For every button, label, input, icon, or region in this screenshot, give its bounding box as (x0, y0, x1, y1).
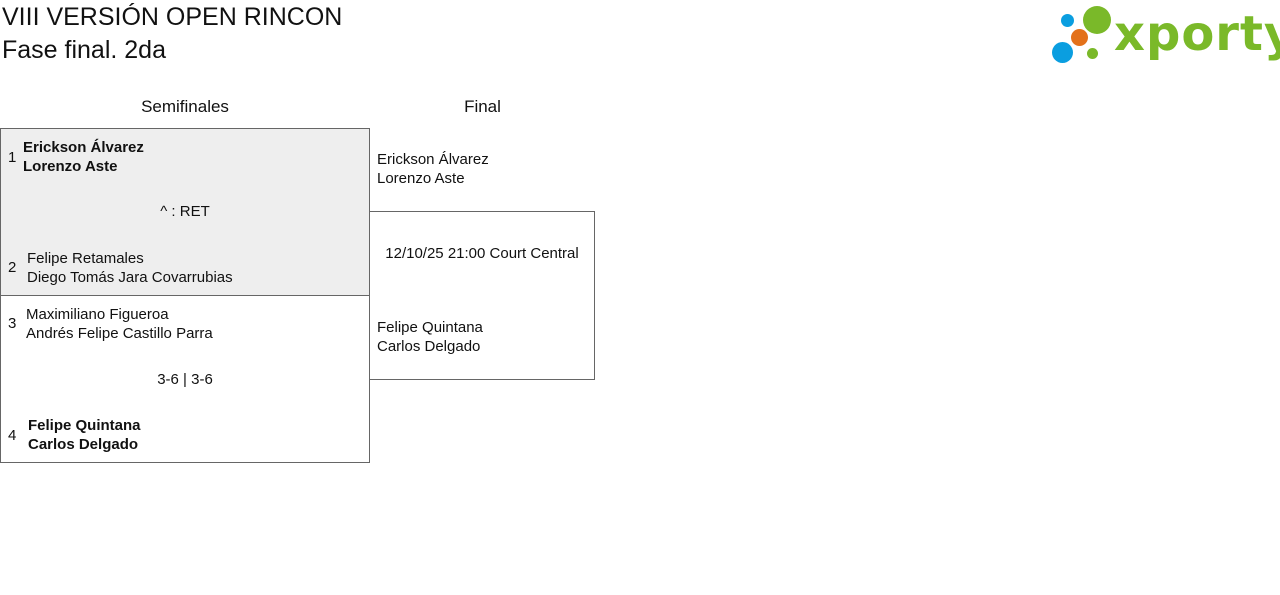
player-name: Andrés Felipe Castillo Parra (26, 325, 213, 342)
team-winner[interactable]: Felipe Quintana Carlos Delgado (28, 416, 141, 454)
final-team-bottom[interactable]: Felipe Quintana Carlos Delgado (377, 318, 483, 356)
player-name: Maximiliano Figueroa (26, 306, 169, 323)
phase-subtitle: Fase final. 2da (2, 36, 166, 64)
seed-number: 3 (8, 315, 17, 332)
xporty-logo[interactable]: xporty (1050, 4, 1280, 68)
player-name: Erickson Álvarez (23, 139, 144, 156)
match-result: ^ : RET (160, 203, 210, 220)
player-name: Diego Tomás Jara Covarrubias (27, 269, 233, 286)
team-loser[interactable]: Felipe Retamales Diego Tomás Jara Covarr… (27, 249, 233, 287)
player-name: Felipe Retamales (27, 250, 144, 267)
logo-dot-green-large (1083, 6, 1111, 34)
semifinals-heading: Semifinales (141, 97, 229, 116)
final-team-top[interactable]: Erickson Álvarez Lorenzo Aste (377, 150, 489, 188)
player-name: Carlos Delgado (28, 436, 139, 453)
seed-number: 4 (8, 427, 17, 444)
player-name: Lorenzo Aste (23, 158, 118, 175)
player-name: Erickson Álvarez (377, 151, 489, 168)
logo-dot-blue-large (1052, 42, 1073, 63)
player-name: Felipe Quintana (377, 319, 483, 336)
seed-number: 2 (8, 259, 17, 276)
team-winner[interactable]: Erickson Álvarez Lorenzo Aste (23, 138, 144, 176)
player-name: Felipe Quintana (28, 417, 141, 434)
match-schedule: 12/10/25 21:00 Court Central (385, 245, 579, 262)
semifinal-match-2[interactable]: 3 Maximiliano Figueroa Andrés Felipe Cas… (0, 295, 370, 463)
logo-dot-green-small (1087, 48, 1098, 59)
logo-wordmark: xporty (1114, 6, 1280, 62)
team-loser[interactable]: Maximiliano Figueroa Andrés Felipe Casti… (26, 305, 213, 343)
logo-dot-blue-small (1061, 14, 1074, 27)
player-name: Carlos Delgado (377, 338, 481, 355)
tournament-title: VIII VERSIÓN OPEN RINCON (2, 3, 343, 31)
logo-dot-orange (1071, 29, 1088, 46)
seed-number: 1 (8, 149, 17, 166)
final-heading: Final (464, 97, 501, 116)
player-name: Lorenzo Aste (377, 170, 465, 187)
final-match[interactable]: 12/10/25 21:00 Court Central Felipe Quin… (369, 211, 595, 380)
match-result: 3-6 | 3-6 (157, 371, 213, 388)
semifinal-match-1[interactable]: 1 Erickson Álvarez Lorenzo Aste ^ : RET … (0, 128, 370, 296)
